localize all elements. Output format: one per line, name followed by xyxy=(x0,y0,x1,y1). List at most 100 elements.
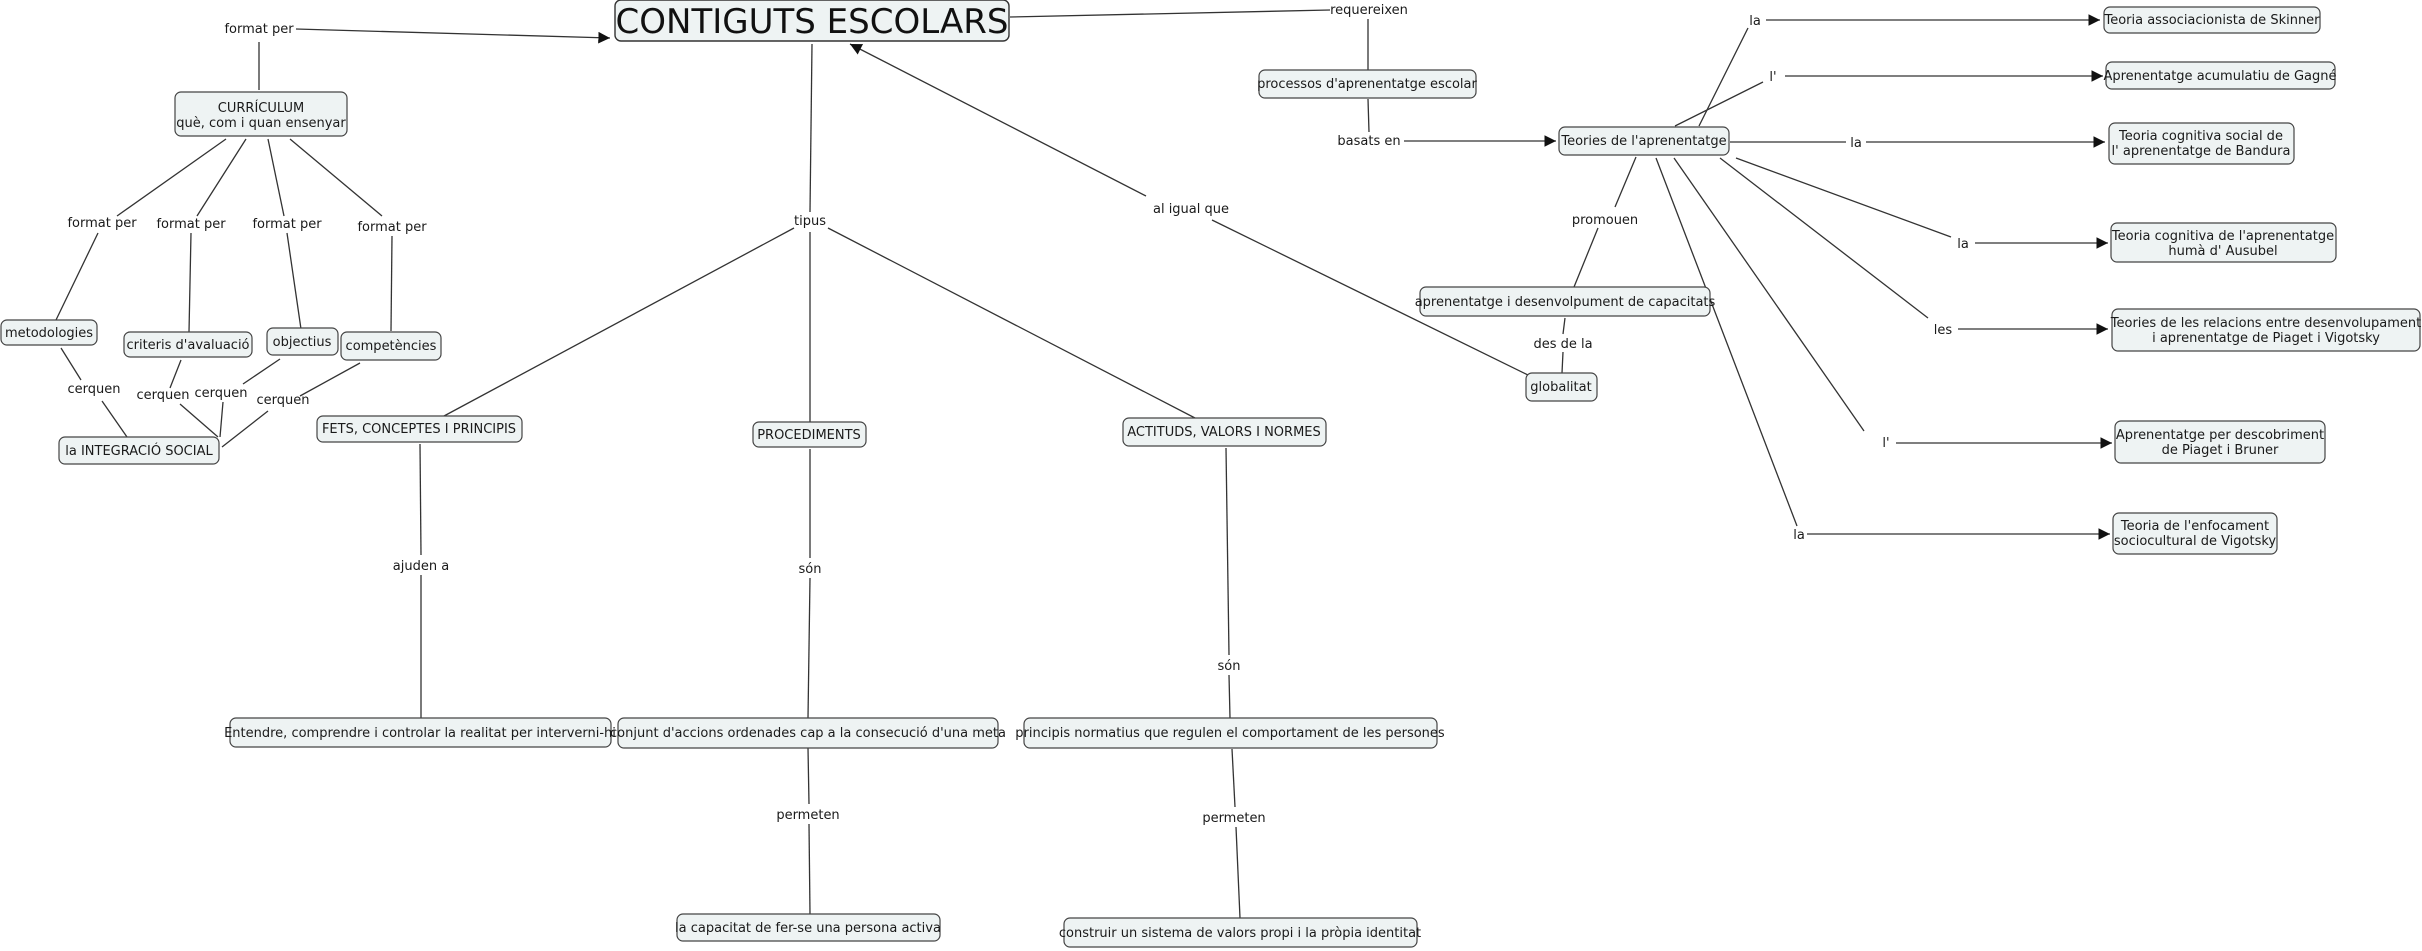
link-label-permeten-1: permeten xyxy=(776,808,839,823)
edge-formatper-title xyxy=(295,28,611,44)
concept-integracio-social[interactable]: la INTEGRACIÓ SOCIAL xyxy=(58,436,220,465)
concept-objectius[interactable]: objectius xyxy=(266,327,339,356)
edge-desde-globalitat xyxy=(1561,351,1564,374)
ausubel-line-1: Teoria cognitiva de l'aprenentatge xyxy=(2111,229,2334,244)
aprenentatge-desenv-text: aprenentatge i desenvolpument de capacit… xyxy=(1415,295,1716,310)
metodologies-text: metodologies xyxy=(5,326,93,341)
edge-aligual-title xyxy=(849,43,1147,197)
concept-globalitat[interactable]: globalitat xyxy=(1525,372,1598,402)
principis-text: principis normatius que regulen el compo… xyxy=(1015,726,1445,741)
edge-fp1-metod xyxy=(55,232,99,321)
link-label-cerquen-2: cerquen xyxy=(137,388,190,403)
vigotsky-line-1: Teoria de l'enfocament xyxy=(2120,519,2269,534)
concept-gagne[interactable]: Aprenentatge acumulatiu de Gagné xyxy=(2103,61,2337,90)
edge-teories-les xyxy=(1719,157,1929,319)
edge-curr-fp1 xyxy=(116,138,227,217)
concept-ausubel[interactable]: Teoria cognitiva de l'aprenentatge humà … xyxy=(2110,222,2337,263)
edge-principis-permeten xyxy=(1231,748,1236,808)
gagne-text: Aprenentatge acumulatiu de Gagné xyxy=(2103,69,2336,84)
link-label-la-1: la xyxy=(1749,14,1761,29)
edge-cerquen3-integr xyxy=(219,401,224,438)
edge-cerquen2-integr xyxy=(179,403,219,438)
teories-text: Teories de l'aprenentatge xyxy=(1560,134,1726,149)
edge-title-requereixen xyxy=(1009,9,1331,18)
piaget-vigotsky-line-1: Teories de les relacions entre desenvolu… xyxy=(2110,316,2421,331)
edge-son2-principis xyxy=(1228,674,1231,719)
integracio-text: la INTEGRACIÓ SOCIAL xyxy=(65,443,213,459)
concept-capacitat[interactable]: la capacitat de fer-se una persona activ… xyxy=(675,913,941,942)
link-label-basats-en: basats en xyxy=(1337,134,1400,149)
link-label-la-2: la xyxy=(1850,136,1862,151)
fets-text: FETS, CONCEPTES I PRINCIPIS xyxy=(322,422,516,437)
concept-teories[interactable]: Teories de l'aprenentatge xyxy=(1558,126,1730,156)
conjunt-text: conjunt d'accions ordenades cap a la con… xyxy=(610,726,1006,741)
edge-promouen-aprenentatge xyxy=(1573,227,1599,288)
edge-cerquen1-integr xyxy=(101,400,128,438)
concept-actituds[interactable]: ACTITUDS, VALORS I NORMES xyxy=(1122,417,1327,447)
concept-procediments[interactable]: PROCEDIMENTS xyxy=(752,421,867,448)
edge-teories-la1 xyxy=(1698,27,1749,127)
link-label-l-2: l' xyxy=(1882,436,1889,451)
concept-curriculum[interactable]: CURRÍCULUM què, com i quan ensenyar xyxy=(174,91,348,137)
edge-fets-ajuden xyxy=(419,443,422,556)
concept-bruner[interactable]: Aprenentatge per descobriment de Piaget … xyxy=(2114,420,2326,464)
title-text: CONTIGUTS ESCOLARS xyxy=(616,2,1009,42)
concept-title[interactable]: CONTIGUTS ESCOLARS xyxy=(614,0,1010,42)
edge-curr-fp3 xyxy=(267,138,285,217)
edge-conjunt-permeten xyxy=(807,747,810,805)
link-label-des-de-la: des de la xyxy=(1533,337,1592,352)
criteris-text: criteris d'avaluació xyxy=(126,338,249,353)
processos-text: processos d'aprenentatge escolar xyxy=(1257,77,1477,92)
skinner-text: Teoria associacionista de Skinner xyxy=(2103,13,2320,28)
concept-entendre[interactable]: Entendre, comprendre i controlar la real… xyxy=(224,717,616,748)
bruner-line-2: de Piaget i Bruner xyxy=(2162,443,2279,458)
edge-criteris-cerquen xyxy=(169,359,182,389)
link-label-promouen: promouen xyxy=(1572,213,1638,228)
entendre-text: Entendre, comprendre i controlar la real… xyxy=(224,726,616,741)
vigotsky-line-2: sociocultural de Vigotsky xyxy=(2114,534,2277,549)
capacitat-text: la capacitat de fer-se una persona activ… xyxy=(675,921,941,936)
edge-tipus-actituds xyxy=(827,227,1196,419)
edge-teories-la4 xyxy=(1655,157,1798,527)
link-label-l-1: l' xyxy=(1769,70,1776,85)
edges xyxy=(55,9,2112,919)
link-label-al-igual-que: al igual que xyxy=(1153,202,1229,217)
edge-fp3-objectius xyxy=(286,232,302,330)
edge-fp2-criteris xyxy=(188,232,192,333)
bandura-line-2: l' aprenentatge de Bandura xyxy=(2112,144,2291,159)
link-label-tipus: tipus xyxy=(794,214,826,229)
link-label-format-per-4: format per xyxy=(357,220,427,235)
globalitat-text: globalitat xyxy=(1530,380,1591,395)
edge-tipus-fets xyxy=(443,227,795,417)
concept-criteris[interactable]: criteris d'avaluació xyxy=(123,331,253,358)
concept-skinner[interactable]: Teoria associacionista de Skinner xyxy=(2103,6,2321,34)
curriculum-line-1: CURRÍCULUM xyxy=(218,100,304,116)
concept-conjunt[interactable]: conjunt d'accions ordenades cap a la con… xyxy=(610,717,1006,749)
edge-teories-l1 xyxy=(1674,81,1764,127)
concept-construir[interactable]: construir un sistema de valors propi i l… xyxy=(1059,917,1421,948)
concept-bandura[interactable]: Teoria cognitiva social de l' aprenentat… xyxy=(2108,122,2295,165)
concept-fets[interactable]: FETS, CONCEPTES I PRINCIPIS xyxy=(316,415,523,443)
actituds-text: ACTITUDS, VALORS I NORMES xyxy=(1127,425,1321,440)
link-label-son-1: són xyxy=(799,562,822,577)
edge-teories-promouen xyxy=(1614,156,1637,208)
concept-vigotsky[interactable]: Teoria de l'enfocament sociocultural de … xyxy=(2112,512,2278,555)
edge-processos-basats xyxy=(1367,98,1370,133)
edge-teories-la3 xyxy=(1735,157,1952,238)
concept-processos[interactable]: processos d'aprenentatge escolar xyxy=(1257,69,1478,99)
link-label-la-4: la xyxy=(1793,528,1805,543)
concept-piaget-vigotsky[interactable]: Teories de les relacions entre desenvolu… xyxy=(2110,308,2421,352)
edge-son-conjunt xyxy=(807,577,811,719)
concept-aprenentatge-desenv[interactable]: aprenentatge i desenvolpument de capacit… xyxy=(1415,286,1716,317)
concept-competencies[interactable]: competències xyxy=(340,331,442,361)
link-label-format-per-1: format per xyxy=(67,216,137,231)
ausubel-line-2: humà d' Ausubel xyxy=(2168,244,2277,259)
concept-principis[interactable]: principis normatius que regulen el compo… xyxy=(1015,717,1445,749)
concept-metodologies[interactable]: metodologies xyxy=(0,319,98,346)
construir-text: construir un sistema de valors propi i l… xyxy=(1059,926,1421,941)
bandura-line-1: Teoria cognitiva social de xyxy=(2118,129,2283,144)
edge-teories-l2 xyxy=(1673,157,1865,432)
edge-permeten2-construir xyxy=(1235,826,1241,919)
edge-fp4-competencies xyxy=(390,235,393,332)
